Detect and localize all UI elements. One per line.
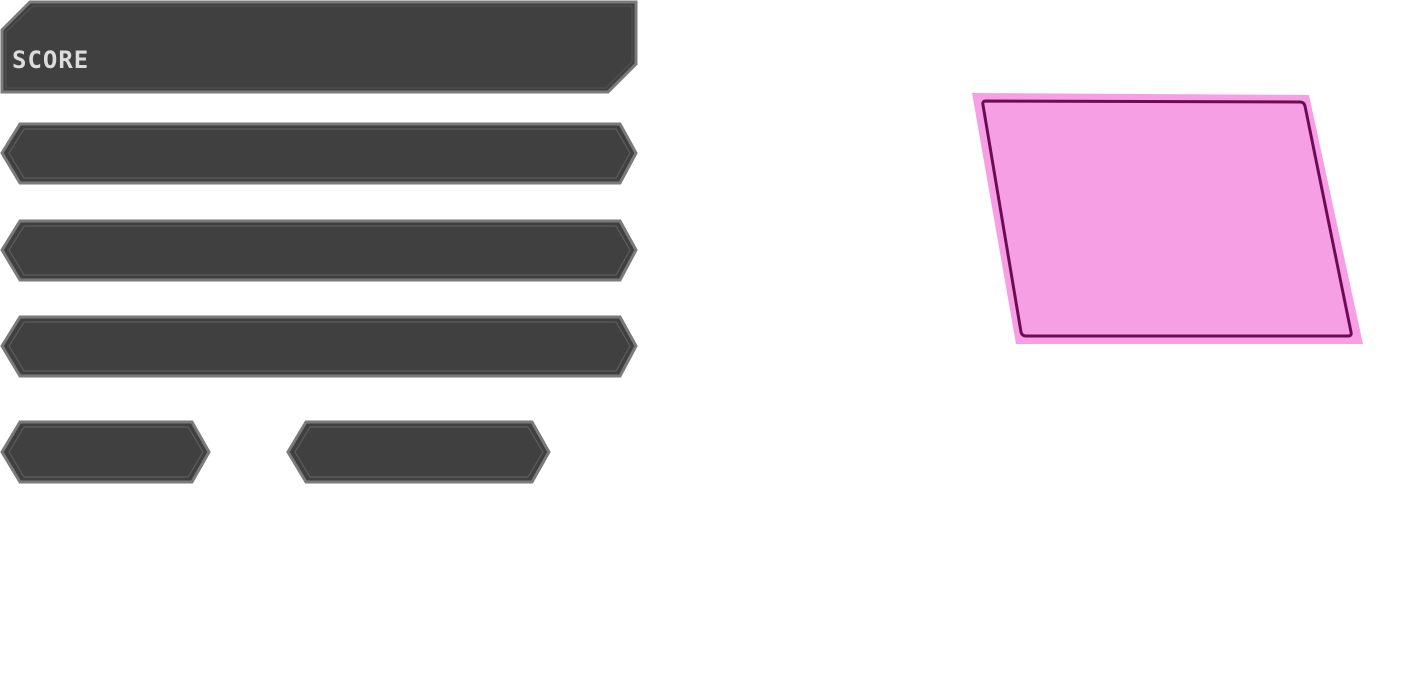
- pink-parallelogram-card-icon: [972, 93, 1363, 344]
- hud-button-left-frame: [0, 420, 211, 484]
- pink-card[interactable]: [966, 88, 1370, 350]
- score-panel: SCORE: [0, 0, 640, 95]
- hud-button-right[interactable]: [286, 420, 554, 484]
- hud-bar-1[interactable]: [0, 122, 640, 186]
- hud-bar-2-frame: [0, 219, 638, 282]
- hud-bar-3[interactable]: [0, 315, 640, 379]
- hud-button-left[interactable]: [0, 420, 214, 484]
- hud-bar-1-frame: [0, 122, 638, 185]
- score-panel-frame: SCORE: [0, 0, 638, 94]
- score-label: SCORE: [12, 46, 89, 74]
- hud-button-right-frame: [286, 420, 551, 484]
- hud-bar-3-frame: [0, 315, 638, 378]
- hud-bar-2[interactable]: [0, 219, 640, 283]
